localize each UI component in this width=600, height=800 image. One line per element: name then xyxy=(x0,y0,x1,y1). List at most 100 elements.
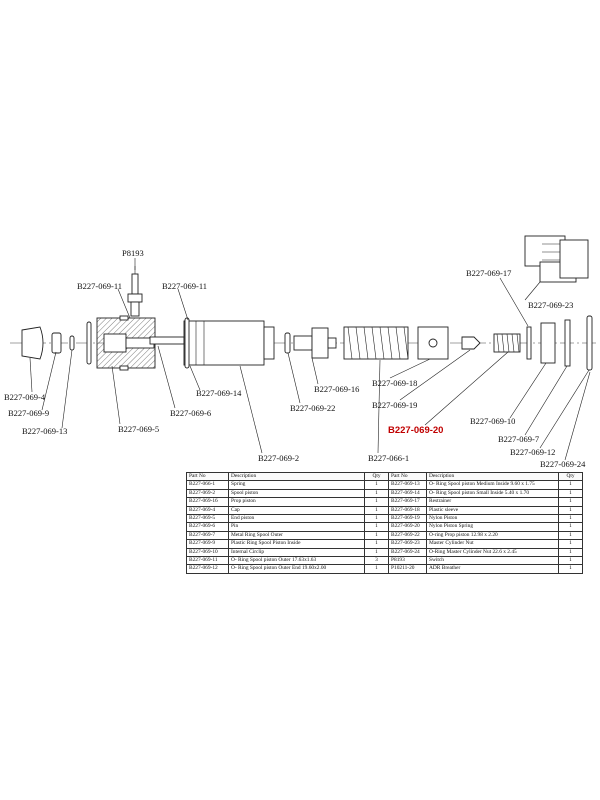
table-cell: B227-069-13 xyxy=(388,480,427,490)
callout-b227-069-11-left: B227-069-11 xyxy=(77,281,122,291)
table-cell: 1 xyxy=(364,547,389,558)
table-cell: B227-069-4 xyxy=(186,505,229,516)
callout-b227-069-18: B227-069-18 xyxy=(372,378,417,388)
table-cell: 1 xyxy=(558,539,583,549)
table-cell: O-ring Prop piston 12.98 x 2.20 xyxy=(426,530,559,541)
table-cell: P8193 xyxy=(388,556,427,566)
table-cell: O- Ring Spool piston Outer 17.63x1.63 xyxy=(228,556,365,566)
callout-b227-069-6: B227-069-6 xyxy=(170,408,211,418)
table-cell: B227-069-9 xyxy=(186,539,229,549)
table-cell: B227-069-5 xyxy=(186,514,229,524)
table-cell: B227-069-7 xyxy=(186,530,229,541)
table-cell: B227-069-11 xyxy=(186,556,229,566)
table-cell: 1 xyxy=(364,530,389,541)
callout-b227-069-10: B227-069-10 xyxy=(470,416,515,426)
table-cell: 1 xyxy=(364,514,389,524)
table-cell: Prop piston xyxy=(228,497,365,507)
o-ring-13-part xyxy=(69,335,75,351)
callout-b227-069-13: B227-069-13 xyxy=(22,426,67,436)
table-cell: 1 xyxy=(558,547,583,558)
callout-b227-069-11-right: B227-069-11 xyxy=(162,281,207,291)
table-cell: Pin xyxy=(228,522,365,532)
table-cell: B227-069-19 xyxy=(388,514,427,524)
callout-b227-069-7: B227-069-7 xyxy=(498,434,539,444)
table-cell: B227-069-18 xyxy=(388,505,427,516)
callout-b227-069-23: B227-069-23 xyxy=(528,300,573,310)
o-ring-11-right-part xyxy=(184,317,190,369)
table-cell: Plastic sleeve xyxy=(426,505,559,516)
table-cell: O- Ring Spool piston Outer End 19.60x2.0… xyxy=(228,564,365,574)
table-cell: B227-069-24 xyxy=(388,547,427,558)
table-cell: 1 xyxy=(558,530,583,541)
header-part-no-2: Part No xyxy=(388,471,427,482)
prop-piston-part xyxy=(293,327,337,359)
table-cell: 1 xyxy=(364,480,389,490)
table-cell: 1 xyxy=(364,488,389,499)
table-cell: 1 xyxy=(558,480,583,490)
callout-b227-069-22: B227-069-22 xyxy=(290,403,335,413)
pin-part xyxy=(149,336,185,345)
o-ring-22-part xyxy=(284,332,291,354)
header-description-2: Description xyxy=(426,471,559,482)
callout-b227-069-9: B227-069-9 xyxy=(8,408,49,418)
table-cell: End piston xyxy=(228,514,365,524)
table-cell: B227-069-12 xyxy=(186,564,229,574)
table-cell: O- Ring Spool piston Small Inside 5.40 x… xyxy=(426,488,559,499)
callout-b227-069-2: B227-069-2 xyxy=(258,453,299,463)
parts-list-table: Part No Description Qty Part No Descript… xyxy=(186,471,583,574)
callout-b227-069-19: B227-069-19 xyxy=(372,400,417,410)
table-cell: 1 xyxy=(558,556,583,566)
callout-b227-069-4: B227-069-4 xyxy=(4,392,46,402)
callout-b227-069-12: B227-069-12 xyxy=(510,447,555,457)
table-cell: Spring xyxy=(228,480,365,490)
o-ring-11-left-part xyxy=(86,321,92,365)
nylon-piston-part xyxy=(461,336,481,350)
table-cell: 1 xyxy=(364,497,389,507)
table-cell: 1 xyxy=(558,514,583,524)
callout-b227-069-14: B227-069-14 xyxy=(196,388,242,398)
table-cell: B227-069-2 xyxy=(186,488,229,499)
table-cell: B227-069-6 xyxy=(186,522,229,532)
table-cell: 1 xyxy=(558,564,583,574)
table-cell: 3 xyxy=(364,556,389,566)
table-cell: 1 xyxy=(558,522,583,532)
table-cell: 1 xyxy=(364,564,389,574)
restrainer-part xyxy=(526,326,532,360)
callout-b227-069-5: B227-069-5 xyxy=(118,424,159,434)
leader-lines xyxy=(29,258,591,461)
header-qty: Qty xyxy=(364,471,389,482)
circlip-part xyxy=(540,322,556,364)
table-cell: 1 xyxy=(558,497,583,507)
o-ring-12-part xyxy=(586,315,593,371)
callout-p8193: P8193 xyxy=(122,248,144,258)
table-cell: Nylon Piston Spring xyxy=(426,522,559,532)
table-cell: O-Ring Master Cylinder Nut 22.6 x 2.45 xyxy=(426,547,559,558)
table-cell: B227-069-10 xyxy=(186,547,229,558)
table-cell: O- Ring Spool piston Medium Inside 9.60 … xyxy=(426,480,559,490)
switch-part xyxy=(127,266,143,317)
metal-ring-part xyxy=(564,319,571,367)
exploded-assembly-diagram: P8193 B227-069-11 B227-069-11 B227-069-4… xyxy=(4,235,598,469)
table-cell: Cap xyxy=(228,505,365,516)
callout-b227-066-1: B227-066-1 xyxy=(368,453,409,463)
table-cell: 1 xyxy=(364,539,389,549)
main-spring-part xyxy=(343,326,409,360)
callout-b227-069-16: B227-069-16 xyxy=(314,384,359,394)
nylon-piston-spring-part xyxy=(493,333,521,353)
table-cell: B227-069-17 xyxy=(388,497,427,507)
header-qty-2: Qty xyxy=(558,471,583,482)
table-cell: Nylon Piston xyxy=(426,514,559,524)
table-cell: Plastic Ring Spool Piston Inside xyxy=(228,539,365,549)
table-cell: Spool piston xyxy=(228,488,365,499)
table-cell: P10211-20 xyxy=(388,564,427,574)
parts-table-header: Part No Description Qty Part No Descript… xyxy=(186,471,583,482)
callout-b227-069-24: B227-069-24 xyxy=(540,459,586,469)
